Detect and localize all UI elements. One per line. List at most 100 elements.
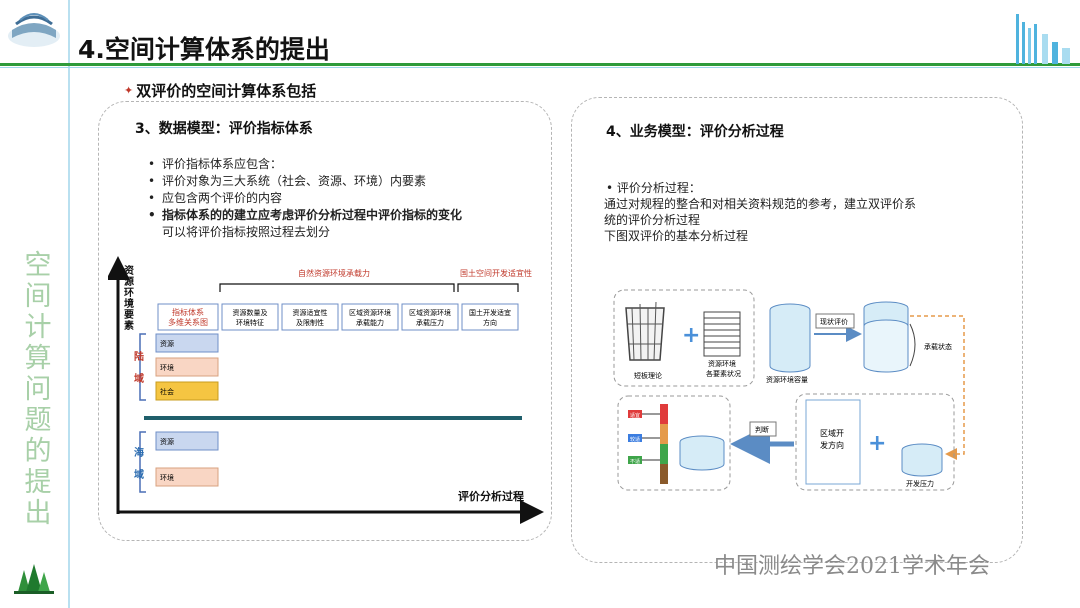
bar-decoration-icon — [1016, 14, 1070, 64]
tag-text: 较适 — [630, 436, 640, 443]
bracket-carrying-capacity — [219, 283, 455, 292]
section-subtitle-text: 双评价的空间计算体系包括 — [136, 82, 317, 100]
header-column-text: 区域资源环境 — [349, 308, 391, 317]
bullet-item: 应包含两个评价的内容 — [148, 190, 462, 207]
input-group-box — [613, 289, 755, 387]
result-group-box — [617, 395, 731, 491]
page-title: 4.空间计算体系的提出 — [78, 35, 330, 64]
land-row-environment — [155, 357, 219, 377]
bracket-suitability — [457, 283, 519, 292]
gradient-bar — [660, 404, 668, 484]
sea-label: 海 — [134, 446, 144, 459]
header-cell-index-text: 多维关系图 — [168, 317, 208, 327]
capacity-label: 资源环境容量 — [766, 375, 808, 384]
bearing-label: 承载状态 — [924, 342, 952, 351]
vertical-title-char: 出 — [24, 498, 52, 529]
bearing-cylinder-icon — [863, 301, 909, 373]
tag-suitable — [628, 410, 642, 418]
header-column-text: 区域资源环境 — [409, 308, 451, 317]
top-rule-secondary — [0, 67, 1080, 68]
bullet-item: 评价指标体系应包含： — [148, 156, 462, 173]
section-subtitle: ✦ 双评价的空间计算体系包括 — [124, 80, 316, 101]
judge-label: 判断 — [755, 425, 769, 434]
land-row-text: 社会 — [160, 387, 174, 396]
process-line: 统的评价分析过程 — [604, 213, 701, 227]
sea-row-text: 资源 — [160, 437, 174, 446]
sea-row-text: 环境 — [160, 473, 174, 482]
process-line: 通过对规程的整合和对相关资料规范的参考，建立双评价系 — [604, 197, 917, 211]
header-column-text: 资源数量及 — [233, 308, 268, 317]
header-cell-index — [157, 303, 219, 331]
index-bullets: 评价指标体系应包含： 评价对象为三大系统（社会、资源、环境）内要素 应包含两个评… — [148, 156, 462, 241]
forest-logo-icon — [14, 564, 54, 594]
status-eval-label: 现状评价 — [820, 317, 848, 326]
panel-heading-business-model: 4、业务模型：评价分析过程 — [606, 124, 784, 140]
header-column-text: 承载能力 — [356, 318, 384, 327]
vertical-title-char: 问 — [24, 374, 52, 405]
tag-unsuitable — [628, 456, 642, 464]
process-description: • 评价分析过程： 通过对规程的整合和对相关资料规范的参考，建立双评价系 统的评… — [604, 180, 984, 244]
vertical-title-char: 提 — [24, 467, 52, 498]
tag-text: 不适 — [630, 458, 640, 465]
bucket-icon — [625, 301, 665, 361]
header-column-text: 方向 — [483, 318, 497, 327]
bearing-brace — [909, 323, 916, 367]
header-cell-index-text: 指标体系 — [172, 307, 204, 317]
plus-icon: + — [682, 323, 700, 348]
header-column-text: 承载压力 — [416, 318, 444, 327]
land-label: 域 — [134, 372, 144, 385]
pressure-cylinder-icon — [901, 443, 943, 477]
header-column-cell — [281, 303, 339, 331]
tag-text: 适宜 — [630, 412, 640, 419]
tag-fair — [628, 434, 642, 442]
region-dir-label: 区域开 — [820, 428, 844, 438]
layer-stack-icon — [703, 311, 741, 357]
land-label: 陆 — [134, 350, 144, 363]
book-logo-icon — [8, 13, 60, 47]
vertical-title-char: 计 — [24, 312, 52, 343]
group-label-carrying-capacity: 自然资源环境承载力 — [298, 268, 370, 278]
sea-bracket — [139, 431, 146, 493]
header-columns: 资源数量及 环境特征 资源适宜性 及限制性 区域资源环境 承载能力 区域资源环境… — [221, 303, 519, 331]
region-dir-label: 发方向 — [820, 440, 844, 450]
plus-icon: + — [868, 431, 886, 456]
land-row-social — [155, 381, 219, 401]
header-column-text: 及限制性 — [296, 318, 324, 327]
pressure-flow-line — [910, 315, 965, 460]
sea-row-environment — [155, 467, 219, 487]
vertical-title-char: 的 — [24, 436, 52, 467]
header-column-text: 资源适宜性 — [293, 308, 328, 317]
bullet-item: 指标体系的的建立应考虑评价分析过程中评价指标的变化 — [148, 207, 462, 224]
sea-row-resource — [155, 431, 219, 451]
header-column-text: 国土开发适宜 — [469, 308, 511, 317]
header-column-cell — [461, 303, 519, 331]
vertical-title-char: 间 — [24, 281, 52, 312]
process-line: 下图双评价的基本分析过程 — [604, 229, 749, 243]
land-bracket — [139, 333, 146, 401]
judge-box — [749, 421, 777, 437]
sea-label: 域 — [134, 468, 144, 481]
vertical-title: 空 间 计 算 问 题 的 提 出 — [20, 250, 56, 529]
header-column-cell — [221, 303, 279, 331]
conference-footer: 中国测绘学会2021学术年会 — [714, 554, 990, 579]
group-label-suitability: 国土空间开发适宜性 — [460, 268, 532, 278]
x-axis-label: 评价分析过程 — [458, 489, 524, 503]
header-column-cell — [401, 303, 459, 331]
header-column-text: 环境特征 — [236, 318, 264, 327]
left-rule — [68, 0, 70, 608]
capacity-cylinder-icon — [769, 303, 811, 373]
land-row-text: 环境 — [160, 363, 174, 372]
pressure-label: 开发压力 — [906, 479, 934, 488]
top-rule — [0, 63, 1080, 66]
development-group-box — [795, 393, 955, 491]
arrow-bullet-icon: ✦ — [124, 84, 134, 97]
bullet-item: 评价对象为三大系统（社会、资源、环境）内要素 — [148, 173, 462, 190]
bucket-label: 短板理论 — [634, 371, 662, 380]
vertical-title-char: 算 — [24, 343, 52, 374]
stack-label: 资源环境 — [708, 359, 736, 368]
scroll-icon — [805, 399, 861, 485]
analysis-process-diagram: 短板理论 + 资源环境 各要素状况 资源环境容量 现状评价 承载状态 区域开 发… — [613, 289, 965, 491]
vertical-title-char: 题 — [24, 405, 52, 436]
land-row-resource — [155, 333, 219, 353]
vertical-title-char: 空 — [24, 250, 52, 281]
